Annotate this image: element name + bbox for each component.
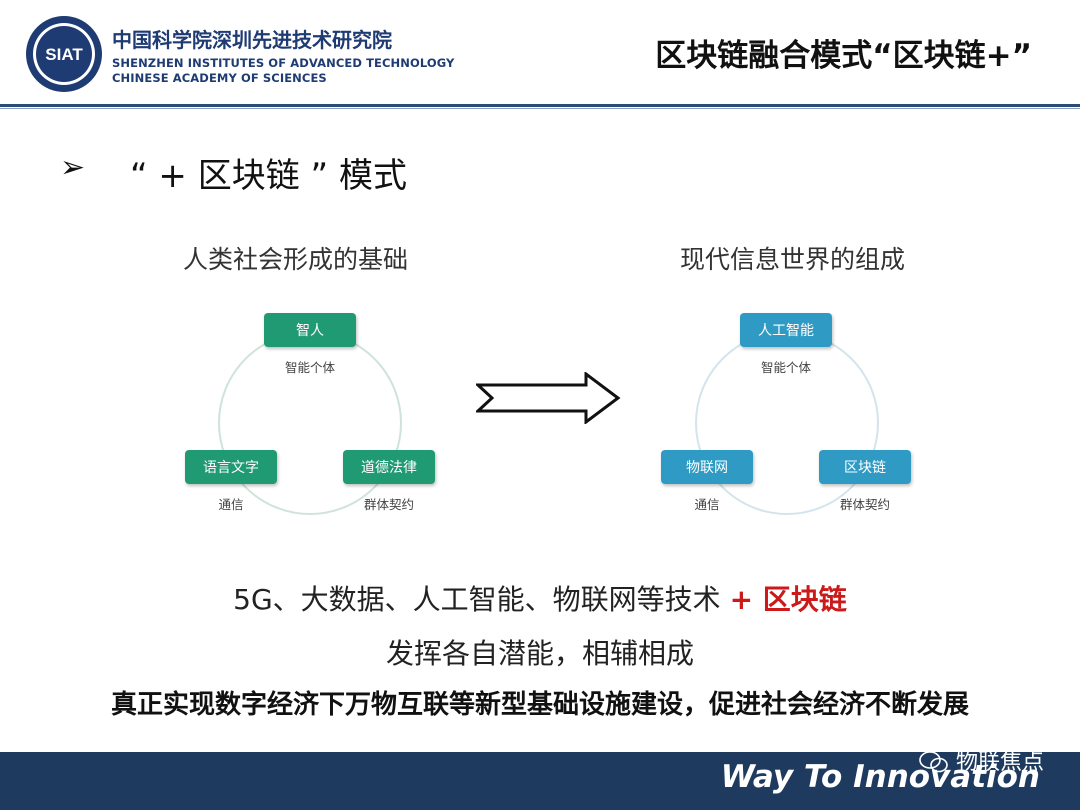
tech-list-line: 5G、大数据、人工智能、物联网等技术 + 区块链 (0, 578, 1080, 618)
section-heading: “ + 区块链 ” 模式 (130, 156, 407, 196)
org-name-cn: 中国科学院深圳先进技术研究院 (112, 28, 392, 52)
tech-list-text: 5G、大数据、人工智能、物联网等技术 (233, 583, 721, 616)
left-box-right: 道德法律 (343, 450, 435, 484)
wechat-icon (919, 751, 948, 773)
plus-blockchain-text: + 区块链 (729, 583, 847, 616)
synergy-line: 发挥各自潜能，相辅相成 (385, 637, 694, 670)
watermark-text: 物联焦点 (955, 750, 1044, 775)
right-caption-top: 智能个体 (760, 360, 811, 375)
org-name-en-line2: CHINESE ACADEMY OF SCIENCES (112, 71, 327, 85)
left-diagram-title: 人类社会形成的基础 (183, 245, 409, 274)
right-box-left: 物联网 (661, 450, 753, 484)
left-box-left: 语言文字 (185, 450, 277, 484)
watermark: 物联焦点 (919, 744, 1044, 776)
logo-text: SIAT (45, 45, 83, 64)
left-caption-left: 通信 (218, 497, 244, 512)
footer-slogan: Way To Innovation (720, 759, 1040, 795)
conclusion-line: 真正实现数字经济下万物互联等新型基础设施建设，促进社会经济不断发展 (110, 690, 969, 720)
bullet-arrow-icon: ➢ (60, 150, 86, 185)
slide-title: 区块链融合模式“区块链+” (655, 38, 1032, 74)
siat-logo: SIAT (26, 16, 102, 92)
header-rule-thin (0, 108, 1080, 109)
right-box-right: 区块链 (819, 450, 911, 484)
left-caption-top: 智能个体 (284, 360, 335, 375)
left-diagram-ring (218, 331, 402, 515)
right-caption-right: 群体契约 (839, 497, 890, 512)
right-diagram-ring (695, 331, 879, 515)
right-box-top: 人工智能 (740, 313, 832, 347)
left-caption-right: 群体契约 (363, 497, 414, 512)
right-caption-left: 通信 (694, 497, 720, 512)
right-diagram-title: 现代信息世界的组成 (680, 245, 906, 274)
header-rule (0, 104, 1080, 107)
right-arrow-icon (476, 372, 621, 424)
org-name-en-line1: SHENZHEN INSTITUTES OF ADVANCED TECHNOLO… (112, 56, 455, 70)
footer-bar (0, 752, 1080, 810)
left-box-top: 智人 (264, 313, 356, 347)
